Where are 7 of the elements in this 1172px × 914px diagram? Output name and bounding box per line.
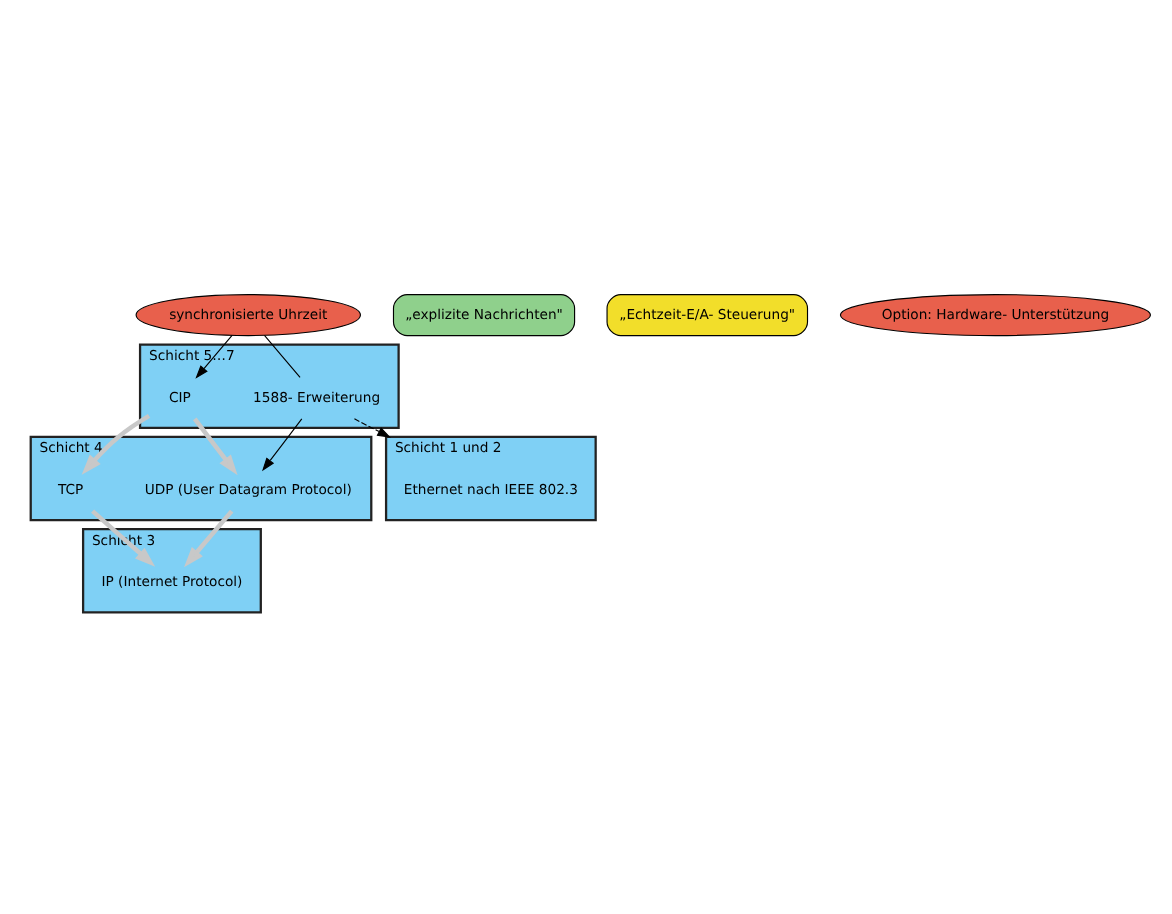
arrow [353, 417, 391, 437]
connector [263, 333, 301, 378]
arrow [81, 412, 151, 474]
arrow [184, 508, 234, 567]
arrow [192, 416, 238, 475]
arrow [262, 417, 303, 471]
arrow [91, 508, 156, 566]
